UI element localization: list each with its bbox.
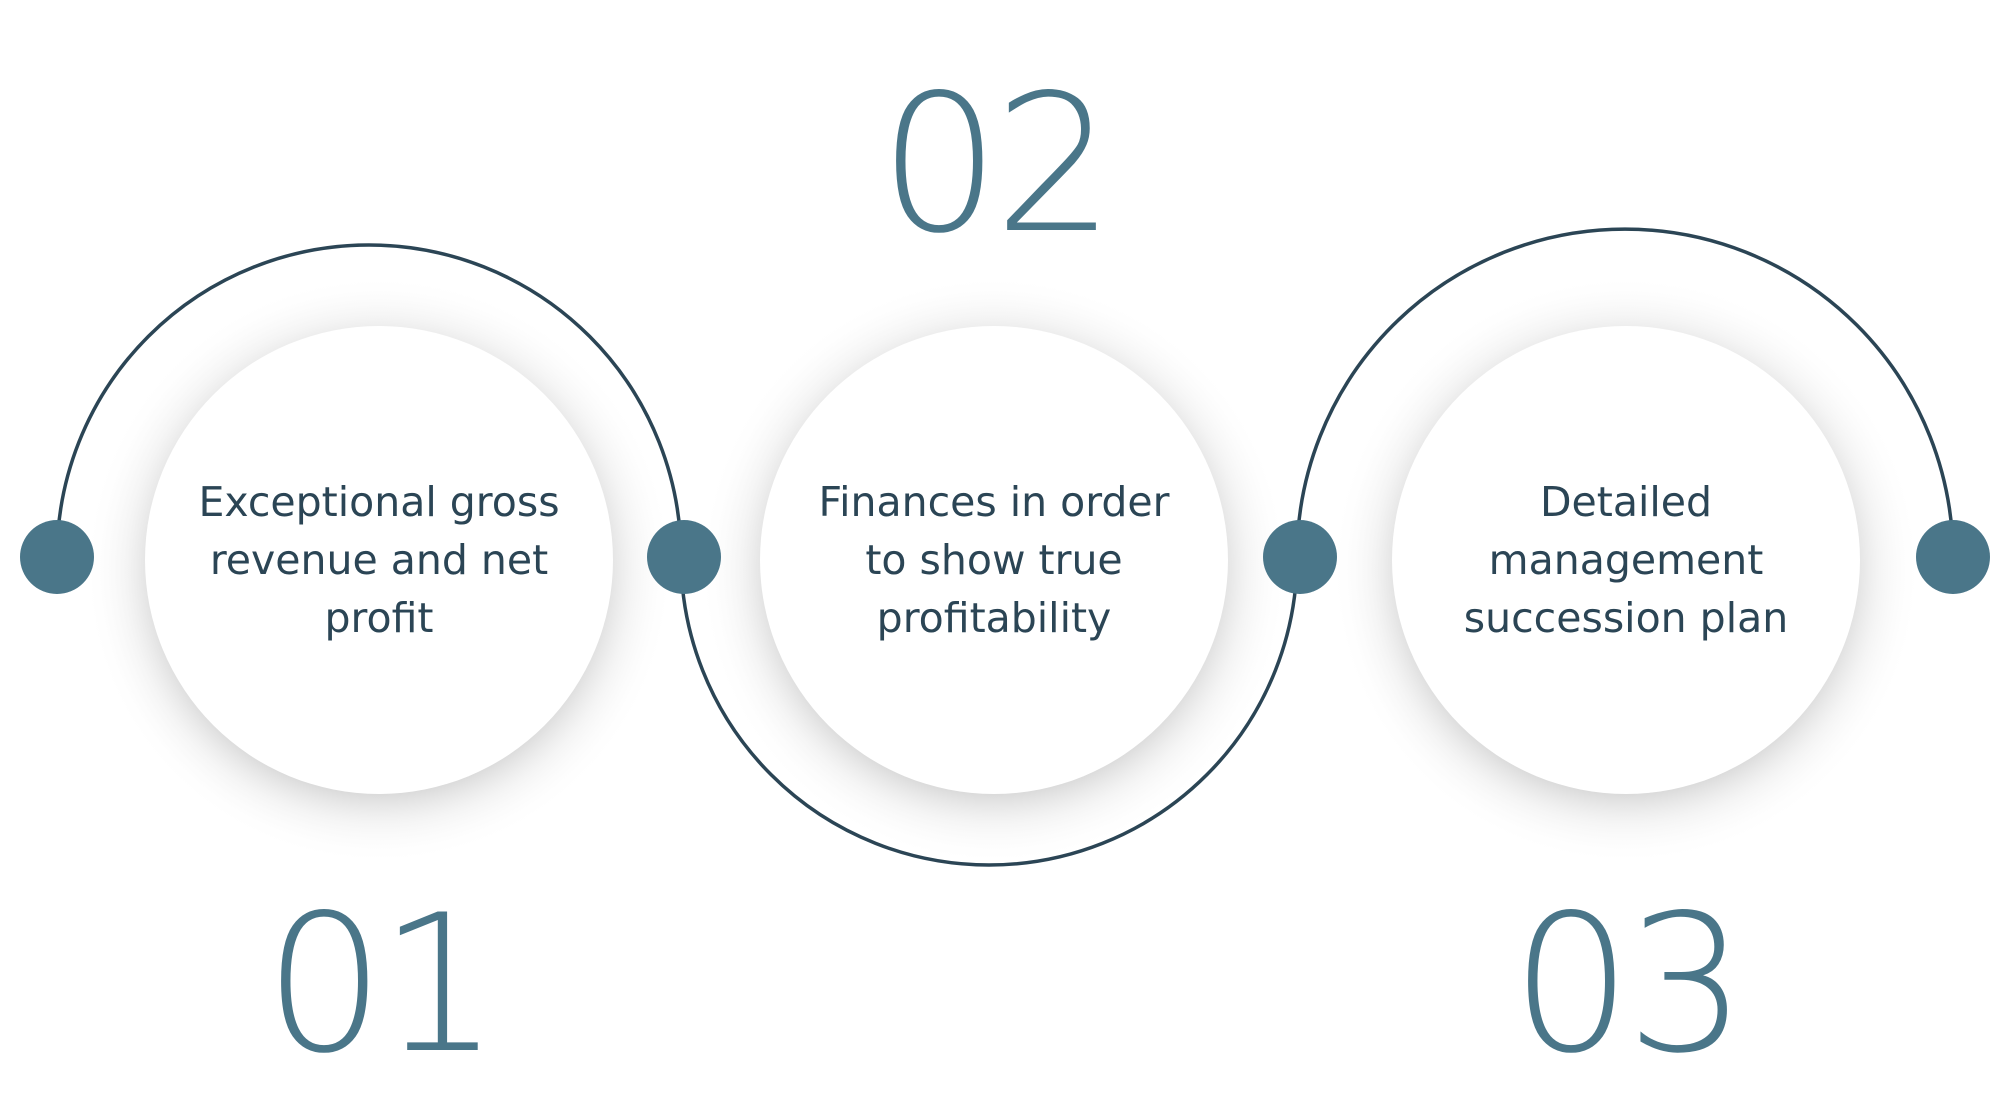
connector-dot [647, 520, 721, 594]
connector-dot [1916, 520, 1990, 594]
step-1-text: Exceptional gross revenue and net profit [198, 478, 560, 642]
connector-dot [20, 520, 94, 594]
step-2-number: 02 [879, 54, 1115, 275]
step-2-text: Finances in order to show true profitabi… [818, 478, 1170, 642]
step-3-text: Detailed management succession plan [1463, 478, 1789, 642]
step-2-disc [760, 326, 1228, 794]
step-3-number: 03 [1511, 874, 1747, 1095]
connector-arc-1 [55, 243, 683, 558]
connector-dot [1263, 520, 1337, 594]
step-1-number: 01 [264, 874, 500, 1095]
connector-arc-2 [679, 556, 1299, 867]
connector-arc-3 [1295, 227, 1955, 558]
step-3-disc [1392, 326, 1860, 794]
step-1-disc [145, 326, 613, 794]
